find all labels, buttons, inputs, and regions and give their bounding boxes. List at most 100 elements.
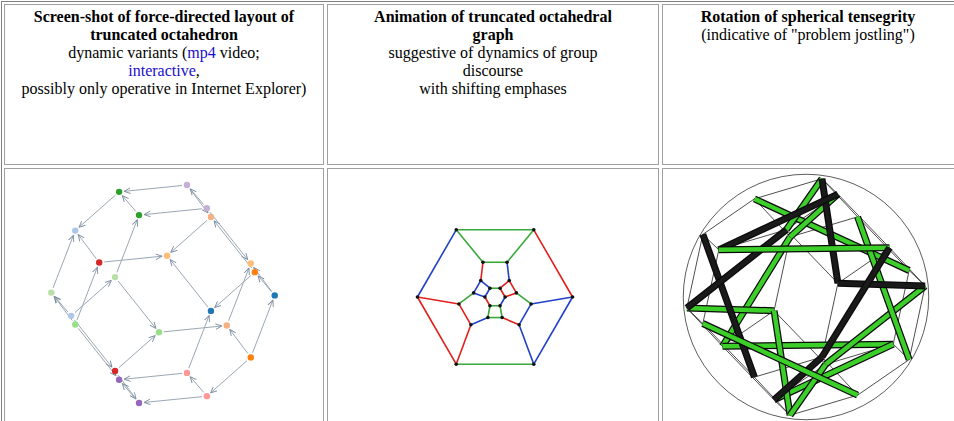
graph-arrow xyxy=(104,256,162,262)
text-line: dynamic variants (mp4video; xyxy=(6,44,322,62)
tension-cable xyxy=(703,199,755,235)
graph-vertex xyxy=(488,286,492,290)
graph-vertex xyxy=(486,316,490,320)
graph-vertex xyxy=(184,370,190,376)
graph-vertex xyxy=(208,214,214,220)
graph-arrow xyxy=(77,267,97,320)
graph-vertex xyxy=(68,313,74,319)
strut-outline xyxy=(774,344,893,400)
graph-edge xyxy=(507,230,534,262)
graph-vertex xyxy=(116,189,122,195)
strut xyxy=(719,248,890,250)
graph-edge xyxy=(502,318,519,325)
graph-arrow xyxy=(230,329,248,353)
graph-edge xyxy=(519,325,534,364)
graph-edge xyxy=(534,297,573,364)
graph-vertex xyxy=(416,295,420,299)
cell-text: , xyxy=(196,62,200,79)
strut xyxy=(838,283,925,286)
graph-edge xyxy=(516,293,531,304)
graph-vertex xyxy=(184,182,190,188)
tensegrity-sphere xyxy=(683,174,928,419)
graph-vertex xyxy=(204,205,210,211)
graph-arrow xyxy=(119,336,155,368)
strut xyxy=(703,234,755,377)
graph-arrow xyxy=(78,328,116,375)
graph-arrow xyxy=(74,320,112,367)
graph-arrow xyxy=(190,377,203,393)
graph-vertex xyxy=(164,252,170,258)
graph-edge xyxy=(507,262,509,280)
graph-vertex xyxy=(72,321,78,327)
graph-arrow xyxy=(122,384,135,400)
table-cell: Screen-shot of force-directed layout of … xyxy=(6,8,322,98)
cell-text: possibly only operative in Internet Expl… xyxy=(22,80,307,97)
graph-vertex xyxy=(498,286,502,290)
text-line: interactive, xyxy=(6,62,322,80)
graph-arrow xyxy=(78,235,96,259)
sphere-outline xyxy=(683,174,928,419)
graph-arrow xyxy=(258,276,271,292)
graph-arrow xyxy=(118,281,156,328)
graph-vertex xyxy=(517,323,521,327)
text-line: Animation of truncated octahedral graph xyxy=(368,8,618,44)
graph-arrow xyxy=(124,373,182,379)
cell-text: with shifting emphases xyxy=(419,80,567,97)
graph-arrow xyxy=(75,280,111,312)
graph-vertex xyxy=(498,304,502,308)
graph-vertex xyxy=(248,260,254,266)
text-line: with shifting emphases xyxy=(368,80,618,98)
schlegel-graph xyxy=(416,228,575,366)
graph-arrow xyxy=(53,235,73,288)
graph-arrow xyxy=(214,221,252,268)
graph-vertex xyxy=(252,269,258,275)
graph-edge xyxy=(488,317,502,319)
cell-text: suggestive of dynamics of group discours… xyxy=(389,44,598,79)
graph-vertex xyxy=(507,279,511,283)
graph-edge xyxy=(483,261,507,263)
graph-vertex xyxy=(116,377,122,383)
graph-arrow xyxy=(215,275,251,307)
column-heading: Screen-shot of force-directed layout of … xyxy=(34,8,294,43)
graph-vertex xyxy=(515,291,519,295)
graph-arrow xyxy=(79,195,115,227)
tension-cable xyxy=(858,360,910,396)
text-line: possibly only operative in Internet Expl… xyxy=(6,80,322,98)
graph-vertex xyxy=(72,227,78,233)
graph-edge xyxy=(456,363,534,365)
graph-vertex xyxy=(136,212,142,218)
graph-edge xyxy=(474,281,481,293)
strut-outline xyxy=(719,248,890,250)
strut xyxy=(822,248,890,357)
graph-arrow xyxy=(211,361,247,393)
graph-vertex xyxy=(248,354,254,360)
graph-arrow xyxy=(229,268,249,321)
graph-vertex xyxy=(469,323,473,327)
table-cell: Rotation of spherical tensegrity(indicat… xyxy=(664,8,952,44)
graph-vertex xyxy=(472,291,476,295)
graph-edge xyxy=(471,318,488,325)
strut xyxy=(719,194,838,250)
graph-vertex xyxy=(224,322,230,328)
graph-vertex xyxy=(481,260,485,264)
graph-vertex xyxy=(532,362,536,366)
graph-vertex xyxy=(503,295,507,299)
column-heading: Animation of truncated octahedral graph xyxy=(374,8,612,43)
graph-edge xyxy=(534,230,573,297)
graph-vertex xyxy=(529,302,533,306)
graph-vertex xyxy=(272,292,278,298)
graph-vertex xyxy=(457,302,461,306)
graph-vertex xyxy=(571,295,575,299)
graph-vertex xyxy=(454,228,458,232)
graph-edge xyxy=(519,304,531,325)
graph-arrow xyxy=(210,212,248,259)
graph-edge xyxy=(509,281,516,293)
graph-edge xyxy=(417,297,456,364)
graph-vertex xyxy=(208,308,214,314)
graph-arrow xyxy=(189,316,209,369)
cell-text: dynamic variants ( xyxy=(68,44,187,61)
graph-vertex xyxy=(454,362,458,366)
graph-edge xyxy=(456,229,534,231)
force-directed-graph xyxy=(48,182,278,406)
